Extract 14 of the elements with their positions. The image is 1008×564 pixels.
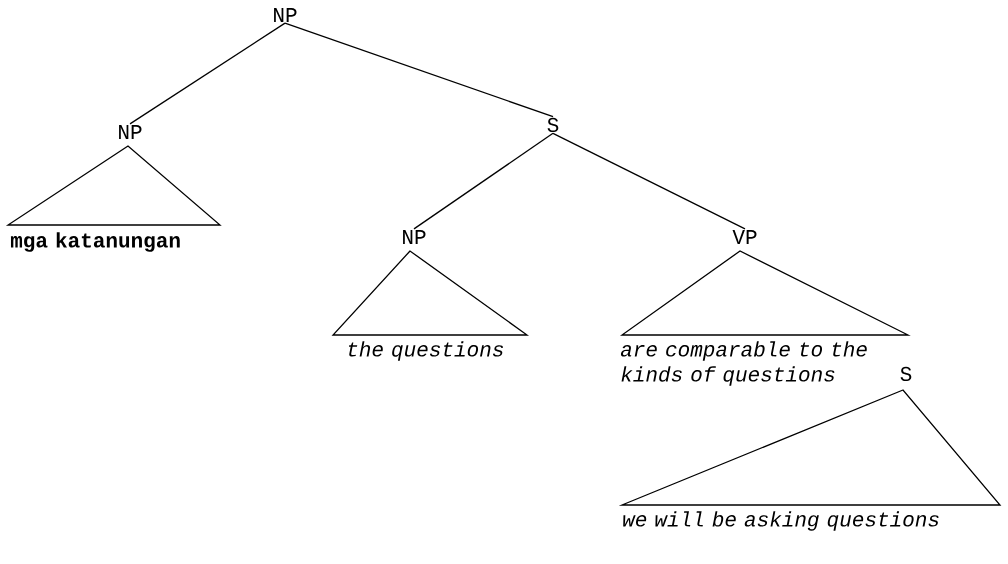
category-label: S — [547, 117, 559, 133]
category-label: NP — [119, 125, 142, 139]
category-label: NP — [403, 230, 426, 244]
phrase-text: are comparable to the kinds of questions — [620, 341, 867, 386]
phrase-text: the questions — [348, 341, 503, 361]
category-label: S — [900, 366, 912, 382]
tree-branch — [284, 22, 554, 118]
phrase-text: mga katanungan — [10, 232, 180, 252]
tree-branch — [413, 132, 554, 230]
category-label: NP — [274, 8, 297, 22]
phrase-text: we will be asking questions — [623, 511, 939, 531]
tree-branch — [129, 22, 286, 125]
tree-branch — [552, 132, 746, 230]
category-label: VP — [732, 230, 757, 244]
